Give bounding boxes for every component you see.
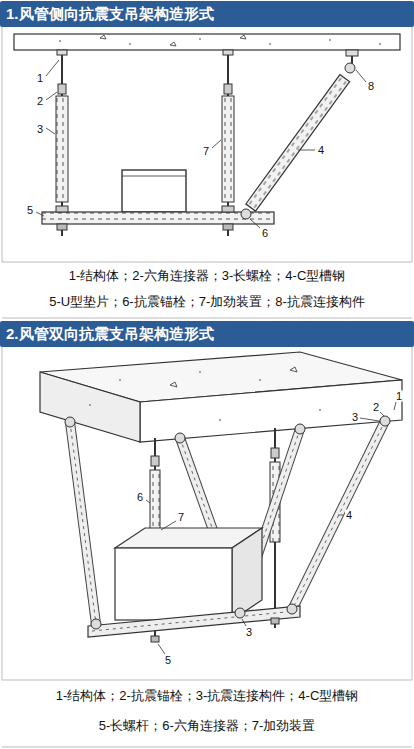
callout-number: 5 [164, 655, 172, 666]
callout-number: 7 [177, 512, 185, 523]
panel-frame [2, 26, 412, 262]
callout-number: 2 [36, 96, 44, 107]
legend-line: 5-长螺杆；6-六角连接器；7-加劲装置 [0, 718, 414, 734]
callout-number: 7 [202, 146, 210, 157]
callout-number: 1 [395, 391, 403, 402]
legend-line: 1-结构体；2-抗震锚栓；3-抗震连接构件；4-C型槽钢 [0, 688, 414, 704]
lateral-bracket-figure [14, 34, 400, 236]
callout-number: 4 [345, 510, 353, 521]
callout-number: 3 [36, 124, 44, 135]
panel-frame [2, 346, 412, 680]
callout-number: 6 [261, 228, 269, 239]
header-text: 1.风管侧向抗震支吊架构造形式 [6, 4, 408, 24]
callout-number: 1 [36, 73, 44, 84]
header-text: 2.风管双向抗震支吊架构造形式 [6, 324, 408, 344]
two-way-bracket-figure [40, 352, 402, 654]
section-header: 1.风管侧向抗震支吊架构造形式 [0, 1, 414, 27]
section-header: 2.风管双向抗震支吊架构造形式 [0, 321, 414, 347]
separator [2, 318, 412, 319]
callout-number: 8 [367, 81, 375, 92]
callout-number: 3 [245, 627, 253, 638]
separator [2, 747, 412, 748]
callout-number: 3 [351, 412, 359, 423]
legend-line: 5-U型垫片；6-抗震锚栓；7-加劲装置；8-抗震连接构件 [0, 294, 414, 310]
callout-number: 4 [317, 145, 325, 156]
callout-number: 6 [136, 492, 144, 503]
callout-number: 5 [26, 205, 34, 216]
legend-line: 1-结构体；2-六角连接器；3-长螺栓；4-C型槽钢 [0, 268, 414, 284]
callout-number: 2 [372, 402, 380, 413]
